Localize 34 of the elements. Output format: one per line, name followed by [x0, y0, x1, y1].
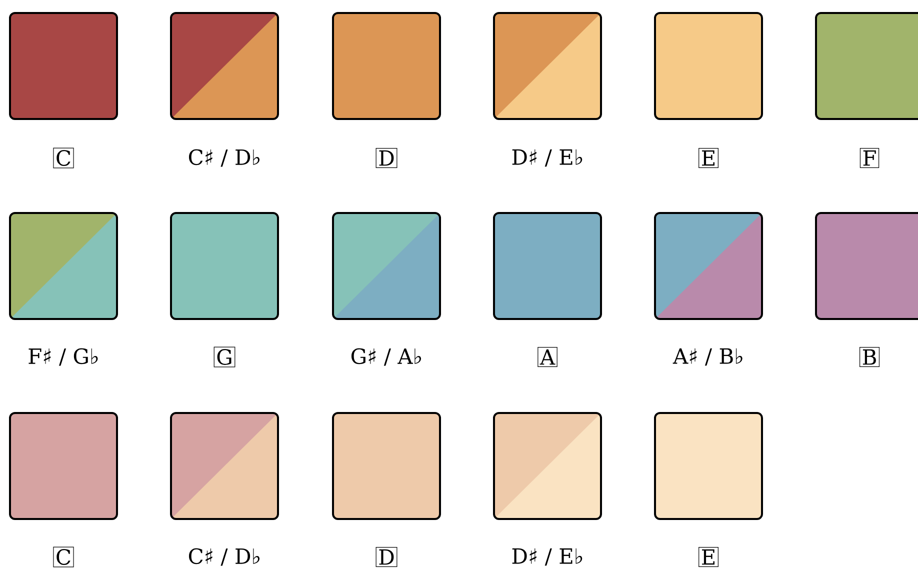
split-colour-swatch — [493, 12, 602, 120]
colour-swatch — [332, 12, 441, 120]
split-colour-swatch — [654, 212, 763, 320]
note-name: F — [860, 148, 880, 168]
note-name: E — [698, 547, 718, 567]
note-name: D — [376, 148, 398, 168]
colour-swatch — [654, 412, 763, 520]
note-name: G♯ / A♭ — [351, 348, 422, 366]
split-colour-swatch — [9, 212, 118, 320]
note-name: E — [698, 148, 718, 168]
note-name: B — [860, 347, 880, 367]
colour-swatch — [170, 212, 279, 320]
note-name: A♯ / B♭ — [672, 348, 742, 366]
note-name: D♯ / E♭ — [512, 548, 582, 566]
colour-swatch — [654, 12, 763, 120]
split-colour-swatch — [332, 212, 441, 320]
colour-swatch — [815, 212, 918, 320]
note-name: C — [53, 148, 74, 168]
colour-swatch — [9, 12, 118, 120]
split-colour-swatch — [170, 12, 279, 120]
note-name: D — [376, 547, 398, 567]
note-name: G — [214, 346, 236, 368]
split-colour-swatch — [493, 412, 602, 520]
note-name: C♯ / D♭ — [188, 548, 260, 566]
note-name: A — [538, 347, 558, 367]
note-name: C — [53, 546, 74, 568]
split-colour-swatch — [170, 412, 279, 520]
colour-swatch — [332, 412, 441, 520]
colour-swatch — [9, 412, 118, 520]
note-name: D♯ / E♭ — [512, 149, 582, 167]
colour-swatch — [493, 212, 602, 320]
note-name: C♯ / D♭ — [188, 149, 260, 167]
colour-swatch — [815, 12, 918, 120]
note-name: F♯ / G♭ — [28, 348, 98, 366]
